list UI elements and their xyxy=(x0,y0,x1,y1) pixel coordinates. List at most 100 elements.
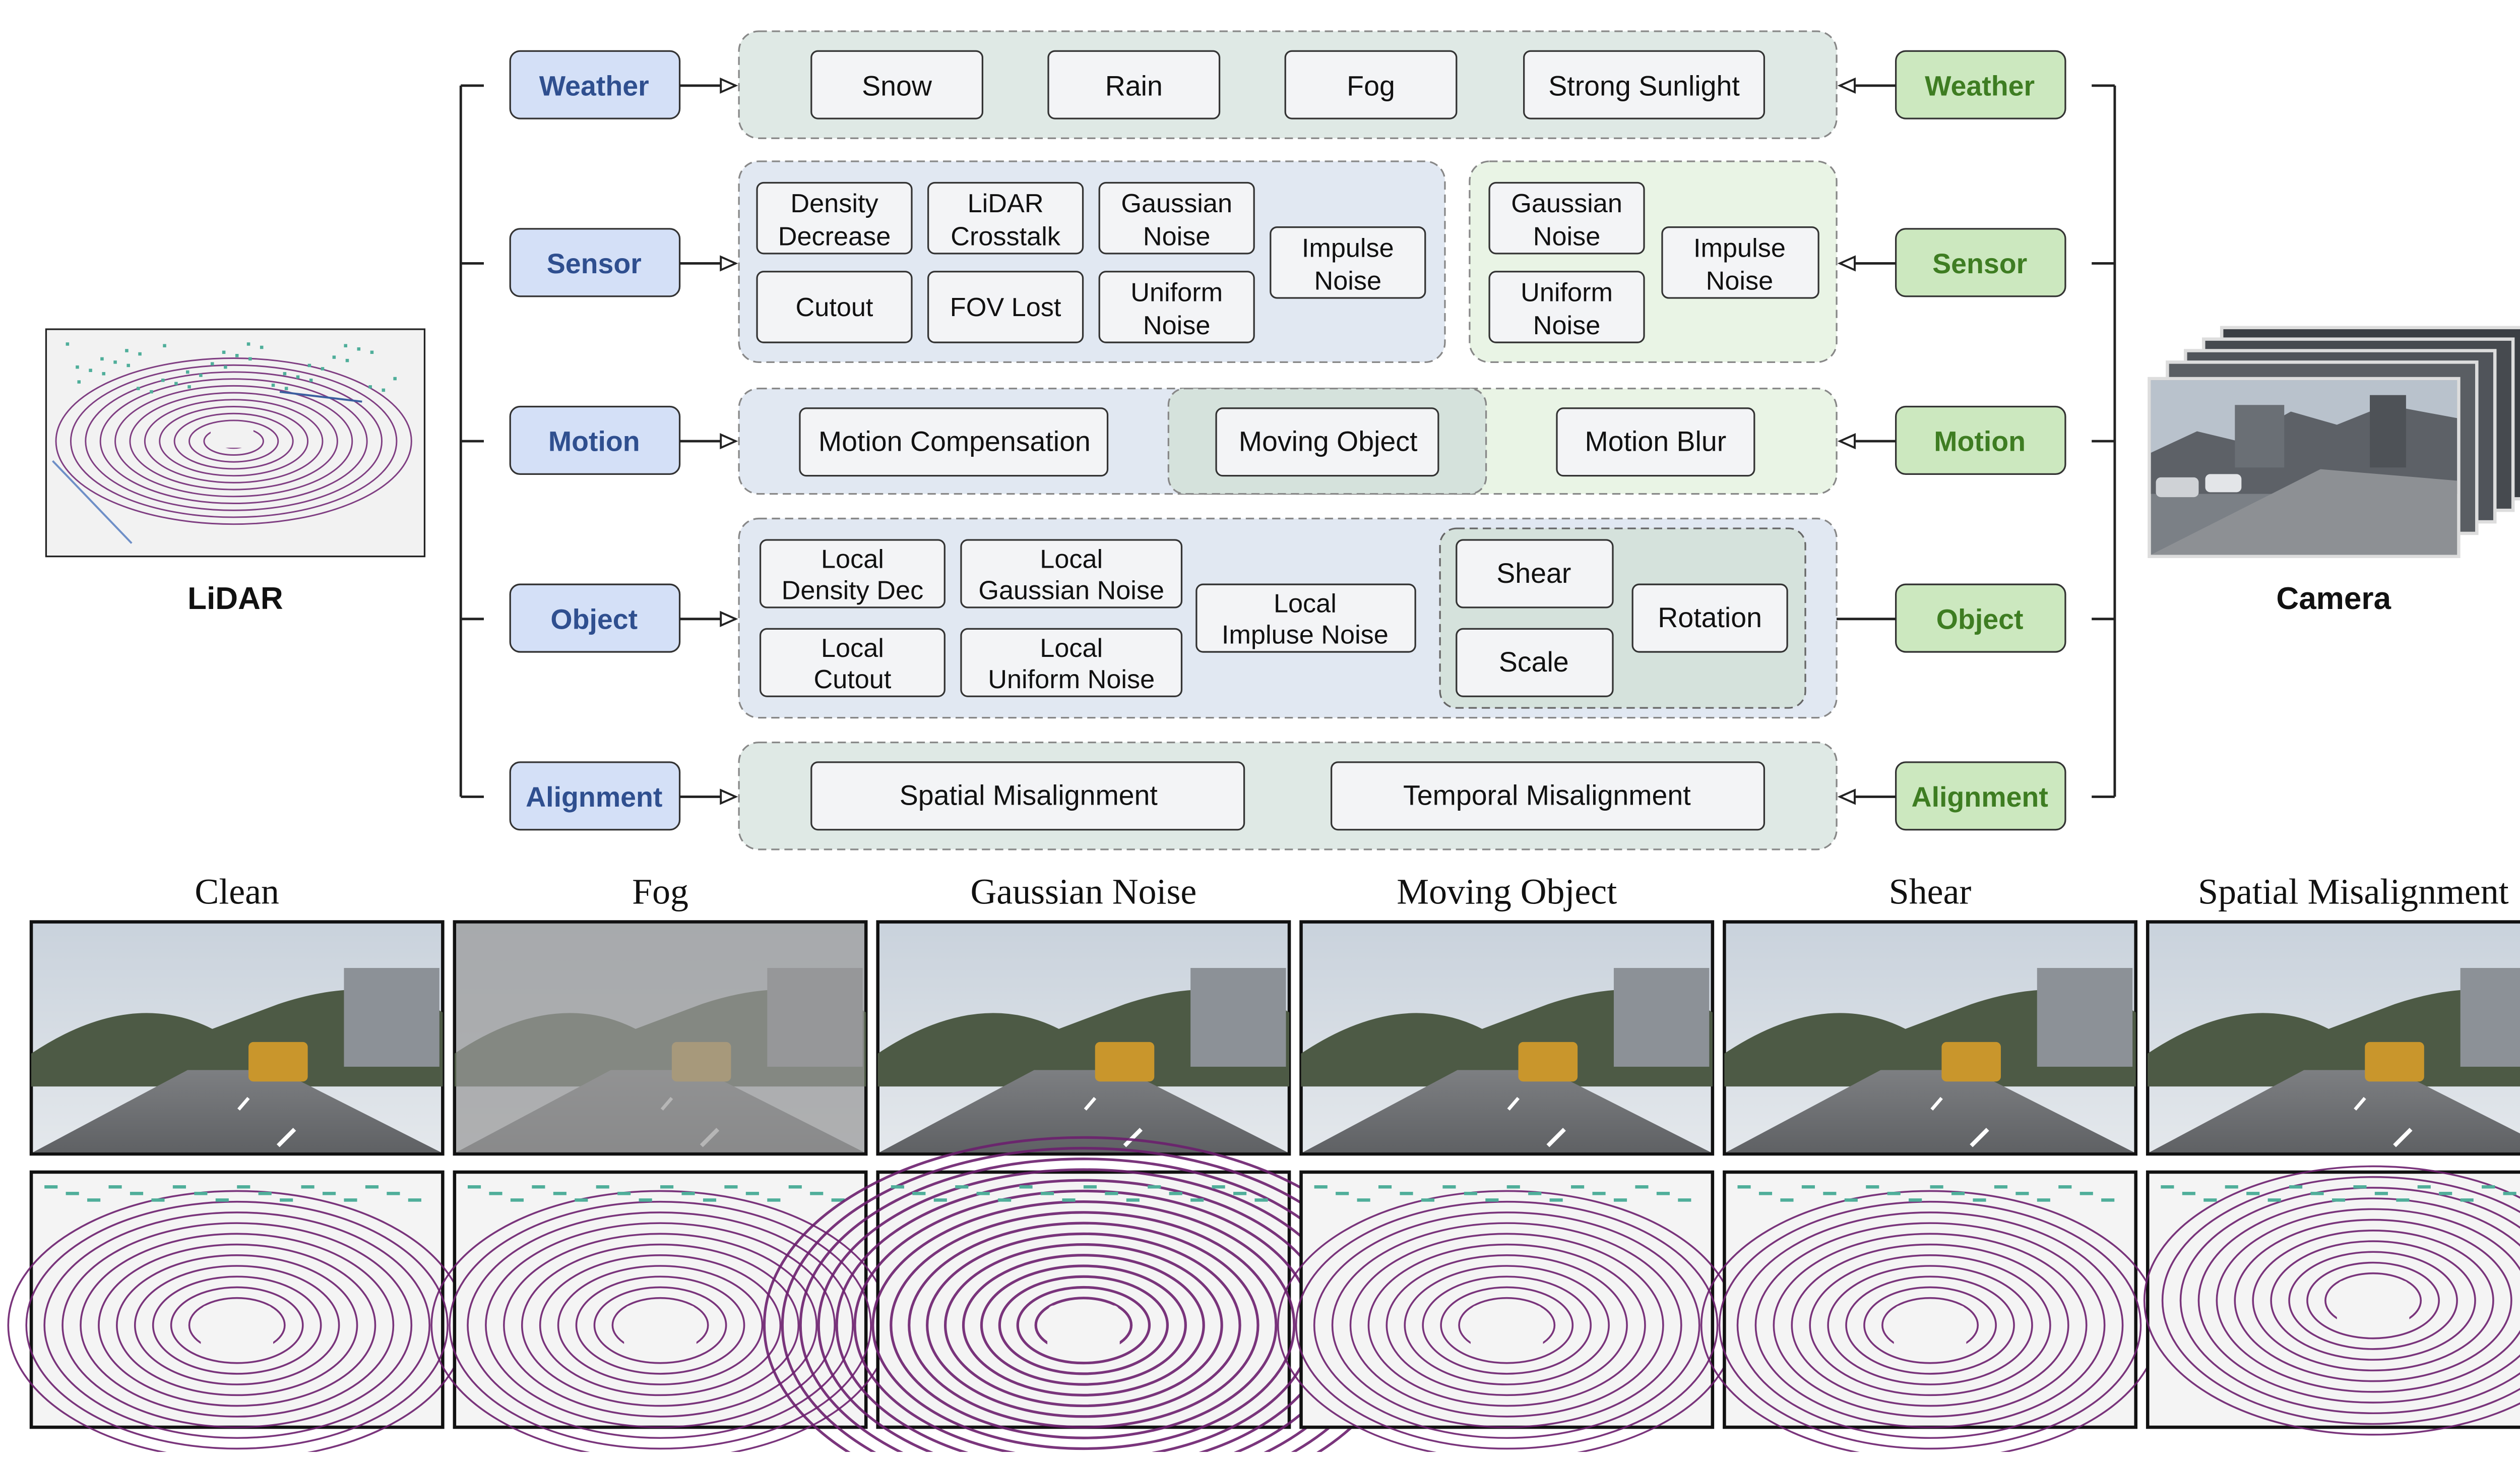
example-title: Clean xyxy=(195,872,279,912)
ego-gap xyxy=(2337,1281,2410,1330)
lidar-point xyxy=(1357,1198,1370,1202)
lidar-ring xyxy=(593,1286,727,1364)
lidar-ring xyxy=(2197,1197,2520,1404)
lidar-ring xyxy=(98,1243,376,1407)
lidar-ring xyxy=(2288,1251,2458,1350)
item-label-line2: Noise xyxy=(1314,267,1382,296)
lidar-ring xyxy=(70,364,398,518)
motion-item-motion-compensation: Motion Compensation xyxy=(799,407,1109,477)
lidar-point xyxy=(1148,1185,1161,1189)
lane-marking xyxy=(1507,1097,1520,1111)
lidar-point xyxy=(532,1185,545,1189)
lidar-point xyxy=(258,1192,272,1195)
lane-marking xyxy=(2354,1097,2366,1111)
lidar-point xyxy=(1801,1185,1815,1189)
sensor-lidar-panel xyxy=(738,160,1446,363)
lidar-point xyxy=(307,363,311,368)
example-clean: Clean xyxy=(7,872,467,1460)
lidar-point xyxy=(66,1192,79,1195)
lidar-point xyxy=(89,369,92,372)
lidar-point xyxy=(681,1192,695,1195)
lidar-point xyxy=(2246,1192,2260,1195)
item-label-line2: Noise xyxy=(1143,311,1211,340)
van xyxy=(248,1042,308,1082)
example-shear: Shear xyxy=(1700,872,2160,1460)
lidar-point xyxy=(1442,1185,1456,1189)
item-label-line1: Local xyxy=(821,545,884,574)
lidar-category-sensor: Sensor xyxy=(509,228,681,297)
lidar-point xyxy=(44,1185,58,1189)
lidar-point xyxy=(137,387,140,390)
lidar-ring xyxy=(1385,1254,1628,1396)
lidar-point xyxy=(332,355,336,359)
item-label-line2: Gaussian Noise xyxy=(978,576,1164,605)
example-camera-image xyxy=(876,920,1291,1156)
lidar-ring xyxy=(2306,1261,2440,1340)
item-label-line1: LiDAR xyxy=(968,189,1044,218)
item-label: Scale xyxy=(1499,646,1569,678)
lidar-ring xyxy=(116,1254,358,1396)
lidar-point xyxy=(248,357,252,361)
lidar-label: LiDAR xyxy=(187,581,283,616)
building xyxy=(2037,967,2133,1067)
lidar-point xyxy=(1549,1198,1563,1202)
lidar-ring xyxy=(449,1200,872,1450)
lidar-point xyxy=(163,344,166,347)
lidar-ring xyxy=(170,1286,304,1364)
lidar-point xyxy=(1254,1198,1268,1202)
lane-marking xyxy=(237,1097,250,1111)
lidar-point xyxy=(1400,1192,1413,1195)
example-title: Spatial Misalignment xyxy=(2198,872,2509,912)
lidar-point xyxy=(271,383,275,387)
item-label-line2: Noise xyxy=(1706,267,1774,296)
example-camera-image xyxy=(1723,920,2137,1156)
lidar-point xyxy=(510,1198,524,1202)
item-label-line2: Density Dec xyxy=(782,576,924,605)
lidar-point xyxy=(66,342,70,346)
sensor-item-fov-lost: FOV Lost xyxy=(927,271,1084,343)
item-label-line1: Gaussian xyxy=(1121,189,1232,218)
lidar-point xyxy=(596,1185,609,1189)
ego-gap xyxy=(201,1305,274,1355)
item-label-line1: Local xyxy=(1274,589,1337,619)
lidar-category-label: Motion xyxy=(548,426,640,457)
weather-item-snow: Snow xyxy=(810,50,984,119)
lidar-point xyxy=(210,362,214,366)
lidar-point xyxy=(1571,1185,1585,1189)
lidar-point xyxy=(1780,1198,1794,1202)
lidar-point xyxy=(767,1198,781,1202)
object-item-rotation: Rotation xyxy=(1631,583,1788,653)
lidar-point xyxy=(76,365,79,369)
item-label-line1: Impulse xyxy=(1302,233,1394,263)
lidar-point xyxy=(1823,1192,1837,1195)
lidar-ring xyxy=(943,1243,1223,1408)
lidar-point xyxy=(2482,1185,2495,1189)
lidar-category-motion: Motion xyxy=(509,405,681,475)
lidar-point xyxy=(2353,1185,2367,1189)
lidar-point xyxy=(280,1198,293,1202)
lidar-point xyxy=(1062,1198,1076,1202)
lidar-ring xyxy=(1863,1286,1997,1364)
lidar-point xyxy=(1635,1185,1649,1189)
object-item-shear: Shear xyxy=(1456,539,1614,609)
lidar-point xyxy=(357,347,361,351)
object-item-scale: Scale xyxy=(1456,628,1614,697)
lidar-point xyxy=(1930,1185,1943,1189)
lidar-point xyxy=(2101,1198,2115,1202)
item-label-line2: Impluse Noise xyxy=(1222,621,1389,650)
lidar-point xyxy=(912,1192,926,1195)
example-camera-image xyxy=(29,920,445,1156)
lidar-point xyxy=(344,1198,357,1202)
lidar-ring xyxy=(134,1265,340,1385)
weather-item-rain: Rain xyxy=(1047,50,1221,119)
lidar-point xyxy=(1737,1185,1751,1189)
lane-marking xyxy=(1084,1097,1097,1111)
road xyxy=(33,1070,442,1152)
example-gaussian-noise: Gaussian Noise xyxy=(763,872,1404,1460)
lidar-point xyxy=(1528,1192,1542,1195)
camera-category-weather: Weather xyxy=(1895,50,2066,119)
lidar-ring xyxy=(85,371,383,511)
lidar-point xyxy=(2080,1192,2093,1195)
lidar-point xyxy=(933,1198,947,1202)
lidar-point xyxy=(2374,1192,2388,1195)
